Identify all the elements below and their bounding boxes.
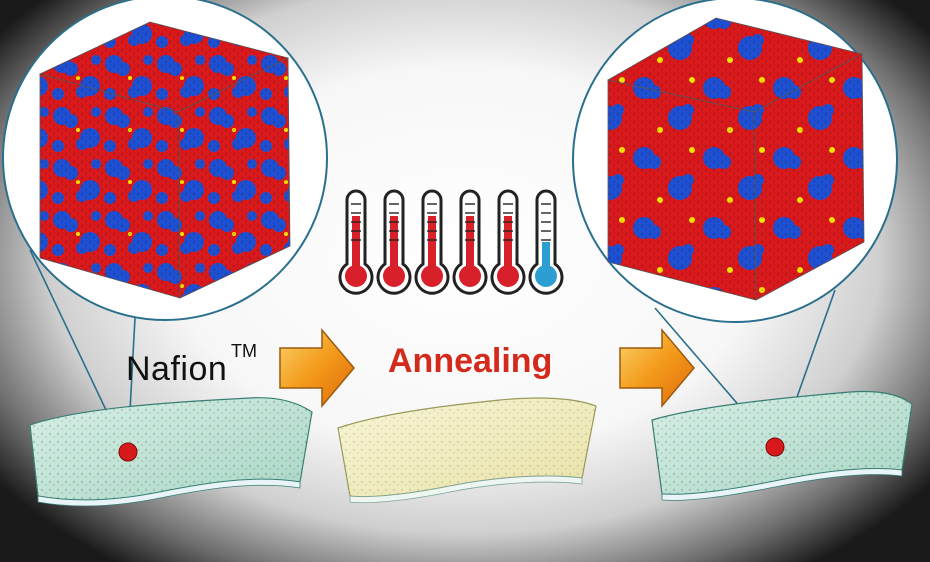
nafion-label: Nafion xyxy=(126,350,228,388)
thermometer-icon xyxy=(338,189,374,295)
thermometer-icon xyxy=(528,189,564,295)
thermometer-icon xyxy=(452,189,488,295)
membrane-before xyxy=(29,397,313,507)
membrane-after xyxy=(651,390,913,501)
domain-cube-before xyxy=(38,21,291,299)
annealing-label: Annealing xyxy=(388,342,553,380)
block-arrow-icon xyxy=(279,327,355,409)
thermometer-icon xyxy=(414,189,450,295)
membrane-annealed xyxy=(337,397,597,504)
domain-cube-after xyxy=(606,17,865,301)
block-arrow-icon xyxy=(619,327,695,409)
thermometer-icon xyxy=(376,189,412,295)
thermometer-icon xyxy=(490,189,526,295)
trademark-label: TM xyxy=(231,341,257,361)
thermometer-row xyxy=(338,189,564,295)
